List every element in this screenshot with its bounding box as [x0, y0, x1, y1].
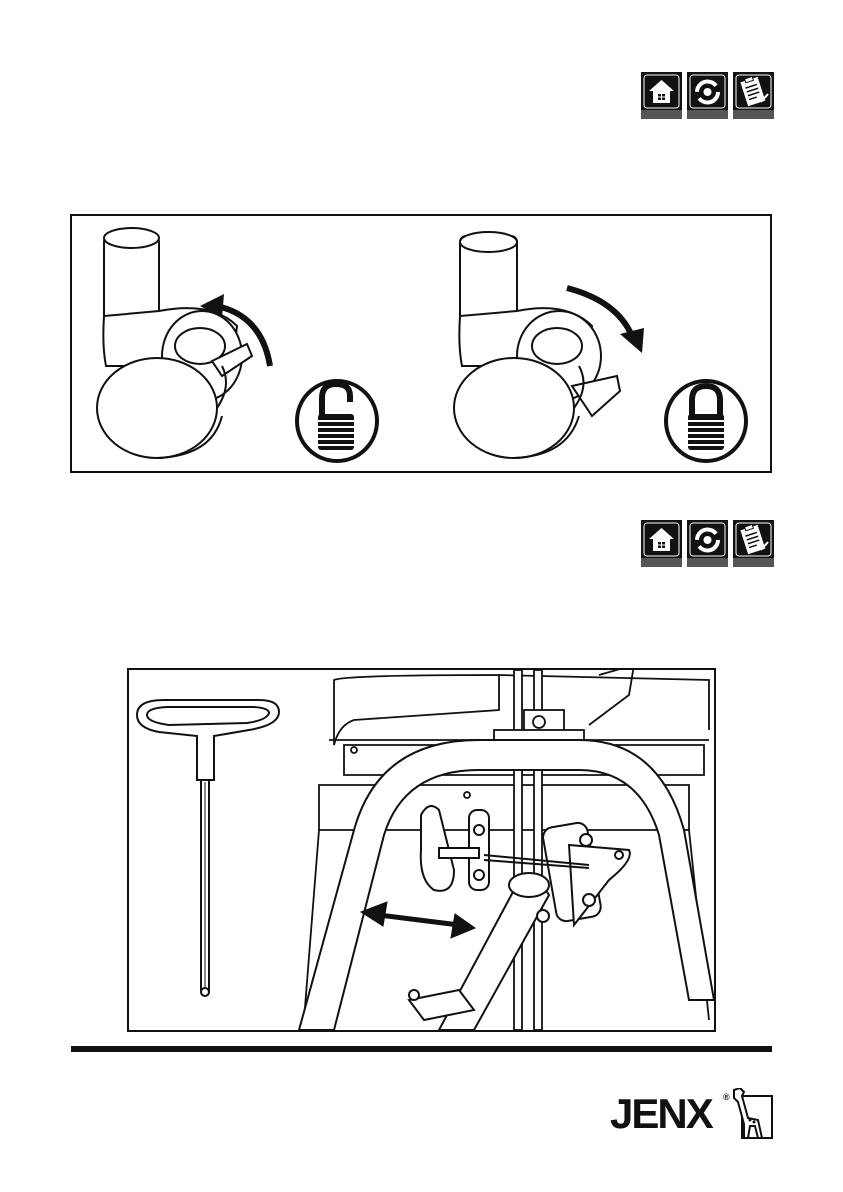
brand-name: JENX [610, 1090, 712, 1138]
registered-mark: ® [723, 1092, 730, 1102]
castor-lock-figure [70, 214, 772, 473]
tubular-frame-illustration [299, 740, 714, 1030]
icon-strip-top [641, 72, 774, 119]
icon-strip-bottom [641, 520, 774, 567]
home-icon [641, 72, 682, 119]
padlock-unlocked-icon [297, 381, 377, 461]
double-arrow-icon [361, 902, 475, 938]
checklist-icon [733, 72, 774, 119]
castor-unlocked-illustration [97, 228, 252, 458]
home-icon [641, 520, 682, 567]
service-icon [687, 72, 728, 119]
checklist-icon [733, 520, 774, 567]
jenx-logo: JENX ® [610, 1088, 775, 1140]
padlock-locked-icon [666, 381, 746, 461]
service-icon [687, 520, 728, 567]
t-handle-hex-key-illustration [137, 700, 279, 996]
frame-adjustment-figure [127, 668, 716, 1032]
giraffe-logo-icon [732, 1088, 774, 1140]
castor-locked-illustration [454, 232, 620, 458]
footer-rule [71, 1046, 772, 1052]
